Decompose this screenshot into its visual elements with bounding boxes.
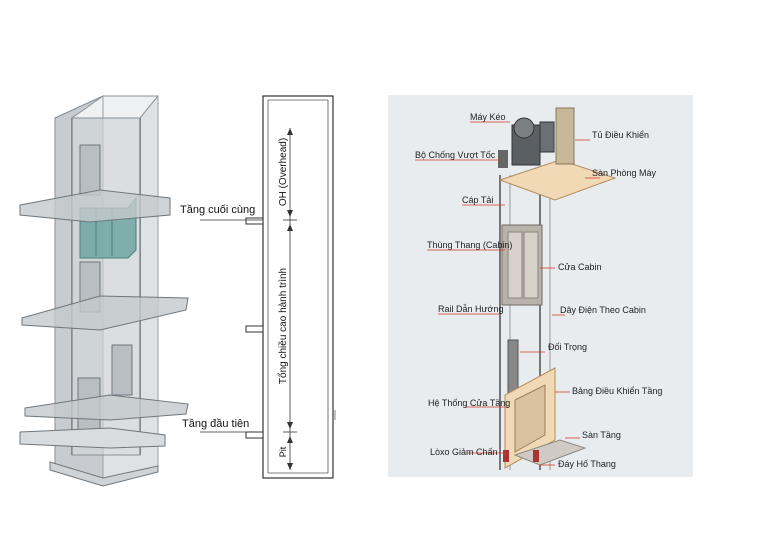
loxo-giam-chan-label: Lòxo Giảm Chấn	[430, 447, 498, 457]
bo-chong-vuot-toc-label: Bộ Chống Vượt Tốc	[415, 150, 496, 160]
bang-dieu-khien-tang-label: Bảng Điều Khiển Tầng	[572, 386, 663, 396]
day-ho-thang-label: Đáy Hố Thang	[558, 459, 616, 469]
san-tang-label: Sàn Tầng	[582, 430, 621, 440]
top-floor-label: Tầng cuối cùng	[180, 204, 256, 216]
he-thong-cua-tang-label: Hệ Thống Cửa Tầng	[428, 398, 511, 408]
rail-dan-huong-label: Rail Dẫn Hướng	[438, 304, 504, 314]
section-diagram: OH (Overhead) Tổng chiều cao hành trình …	[200, 95, 336, 479]
pit-label: Pit	[278, 446, 288, 457]
day-dien-theo-cabin-label: Dây Điện Theo Cabin	[560, 305, 646, 315]
thung-thang-label: Thùng Thang (Cabin)	[427, 240, 513, 250]
cua-cabin-label: Cửa Cabin	[558, 262, 602, 272]
component-photo	[388, 95, 693, 477]
travel-height-label: Tổng chiều cao hành trình	[277, 268, 289, 384]
first-floor-label: Tầng đầu tiên	[182, 418, 250, 430]
san-phong-may-label: Sàn Phòng Máy	[592, 168, 657, 178]
doi-trong-label: Đối Trọng	[548, 342, 588, 352]
cap-tai-label: Cáp Tải	[462, 195, 494, 205]
tu-dieu-khien-label: Tủ Điều Khiển	[592, 130, 650, 140]
glass-shaft-3d	[19, 95, 189, 487]
overhead-label: OH (Overhead)	[278, 138, 289, 206]
may-keo-label: Máy Kéo	[470, 112, 506, 122]
label-leaders	[415, 121, 600, 466]
